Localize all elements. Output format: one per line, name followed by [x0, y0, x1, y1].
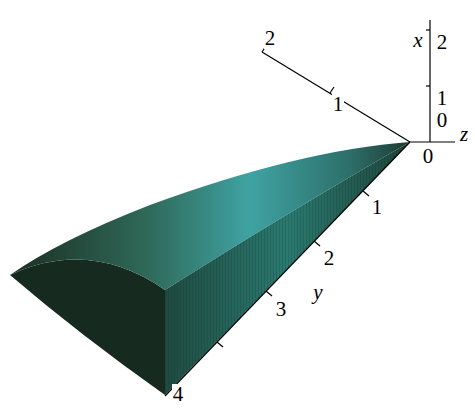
tick-label: 4 — [172, 384, 185, 405]
axis-name: z — [459, 124, 469, 145]
tick-label: 2 — [264, 28, 277, 49]
front-face — [165, 142, 410, 395]
tick-label: 1 — [371, 197, 384, 218]
tick-label: 1 — [332, 94, 345, 115]
tick-label: 0 — [422, 146, 435, 167]
tick-label: 0 — [436, 110, 449, 131]
tick-label: 2 — [436, 32, 449, 53]
tick-label: 3 — [275, 299, 288, 320]
axis-name: x — [412, 30, 423, 51]
axes — [165, 20, 455, 396]
tick-label: 1 — [436, 88, 449, 109]
end-face — [10, 260, 165, 395]
tick-label: 2 — [323, 248, 336, 269]
front-face-mesh — [165, 142, 410, 395]
axis-name: y — [312, 282, 323, 303]
